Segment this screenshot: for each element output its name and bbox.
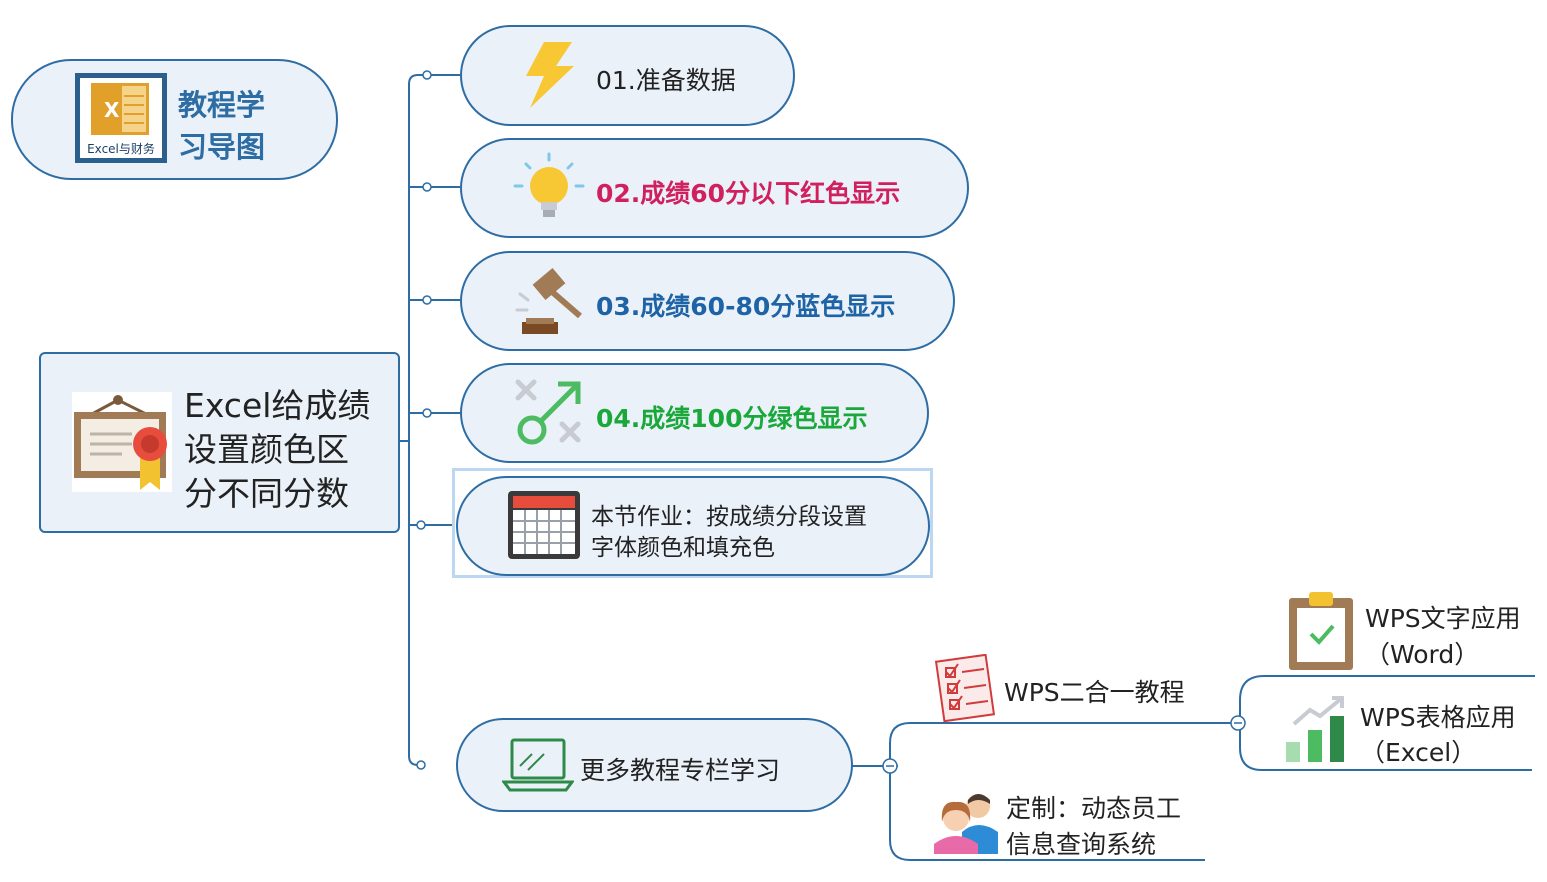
certificate-icon [72,392,172,492]
branch-node-04[interactable] [460,363,929,463]
branch-node-01[interactable] [460,25,795,126]
homework-selection-frame [452,468,933,578]
excel-logo-label: Excel与财务 [87,142,155,156]
badge-title-line1: 教程学 [178,88,266,122]
wps-excel-line2[interactable]: （Excel） [1360,738,1477,767]
growth-chart-icon [1284,694,1354,762]
badge-title-line2: 习导图 [178,130,266,164]
root-title-line3: 分不同分数 [184,474,349,513]
branch-label-02: 02.成绩60分以下红色显示 [596,179,901,208]
wps-word-line1[interactable]: WPS文字应用 [1365,604,1521,633]
checklist-icon [932,653,998,723]
branch-label-01: 01.准备数据 [596,66,736,95]
branch-label-03: 03.成绩60-80分蓝色显示 [596,292,896,321]
calendar-icon [508,491,580,559]
laptop-icon [501,738,575,792]
excel-x-glyph: X [104,98,120,122]
root-title-line1: Excel给成绩 [184,386,371,425]
wps-excel-line1[interactable]: WPS表格应用 [1360,703,1516,732]
strategy-icon [512,378,586,448]
homework-line1: 本节作业：按成绩分段设置 [591,504,867,530]
homework-line2: 字体颜色和填充色 [591,535,775,561]
custom-line2[interactable]: 信息查询系统 [1006,830,1157,859]
custom-line1[interactable]: 定制：动态员工 [1006,794,1182,823]
gavel-icon [514,266,586,336]
lightbulb-icon [512,152,586,226]
branch-label-04: 04.成绩100分绿色显示 [596,404,868,433]
clipboard-check-icon [1289,592,1353,670]
lightning-icon [522,42,576,108]
branch-node-03[interactable] [460,251,955,351]
root-title-line2: 设置颜色区 [184,430,349,469]
wps-combo-label[interactable]: WPS二合一教程 [1004,678,1185,707]
users-icon [934,788,1000,854]
wps-word-line2[interactable]: （Word） [1365,640,1480,669]
more-label: 更多教程专栏学习 [580,756,781,785]
tutorial-badge[interactable] [11,59,338,180]
excel-logo: X Excel与财务 [74,72,168,164]
